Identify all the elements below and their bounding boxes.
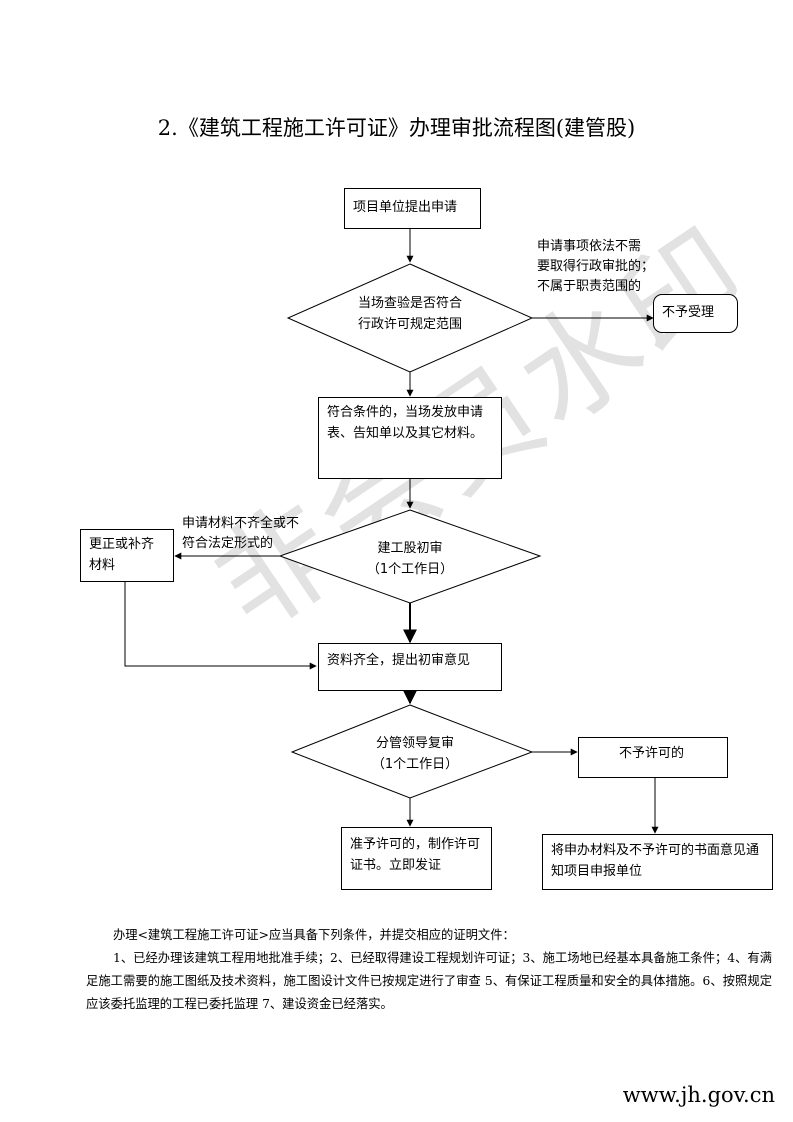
footer-url: www.jh.gov.cn [622, 1083, 775, 1107]
arrow-correct-to-complete [124, 582, 317, 670]
edge-label-incomplete-line1: 申请材料不齐全或不 [182, 516, 300, 531]
edge-label-incomplete-line2: 符合法定形式的 [182, 536, 274, 551]
node-complete: 资料齐全，提出初审意见 [318, 643, 502, 691]
node-permit: 准予许可的，制作许可证书。立即发证 [341, 827, 492, 890]
decision-check-text: 当场查验是否符合 行政许可规定范围 [350, 293, 470, 335]
requirements-conditions: 1、已经办理该建筑工程用地批准手续；2、已经取得建设工程规划许可证；3、施工场地… [86, 951, 772, 1011]
decision-second-review-line2: （1个工作日） [371, 757, 459, 772]
requirements-note: 办理<建筑工程施工许可证>应当具备下列条件，并提交相应的证明文件： 1、已经办理… [86, 924, 772, 1016]
decision-check-line1: 当场查验是否符合 [357, 296, 462, 311]
edge-label-out-of-scope-line3: 不属于职责范围的 [537, 279, 642, 294]
decision-initial-review-line2: （1个工作日） [366, 562, 454, 577]
page-title: 2.《建筑工程施工许可证》办理审批流程图(建管股) [157, 116, 636, 140]
node-notify: 将申办材料及不予许可的书面意见通知项目申报单位 [542, 834, 773, 890]
edge-label-out-of-scope-line1: 申请事项依法不需 [537, 239, 642, 254]
requirements-intro: 办理<建筑工程施工许可证>应当具备下列条件，并提交相应的证明文件： [113, 928, 515, 942]
node-not-permit: 不予许可的 [578, 737, 728, 778]
edge-label-out-of-scope: 申请事项依法不需 要取得行政审批的； 不属于职责范围的 [537, 237, 654, 297]
decision-initial-review-line1: 建工股初审 [377, 541, 443, 556]
decision-second-review-text: 分管领导复审 （1个工作日） [355, 733, 475, 775]
decision-second-review-line1: 分管领导复审 [375, 736, 454, 751]
node-correct: 更正或补齐材料 [80, 529, 174, 582]
node-apply: 项目单位提出申请 [344, 188, 481, 229]
edge-label-out-of-scope-line2: 要取得行政审批的； [537, 259, 655, 274]
node-issue-forms: 符合条件的，当场发放申请表、告知单以及其它材料。 [318, 397, 502, 479]
decision-check-line2: 行政许可规定范围 [357, 317, 462, 332]
edge-label-incomplete: 申请材料不齐全或不 符合法定形式的 [182, 514, 299, 554]
node-reject: 不予受理 [653, 294, 738, 333]
decision-initial-review-text: 建工股初审 （1个工作日） [350, 538, 470, 580]
